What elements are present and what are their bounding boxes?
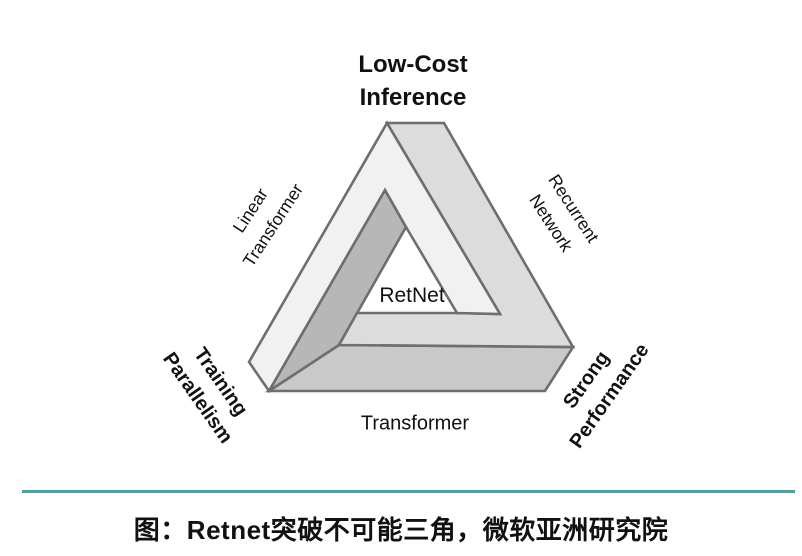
left-bar-face	[247, 120, 503, 394]
label-retnet: RetNet	[379, 284, 445, 307]
label-transformer: Transformer	[360, 412, 470, 435]
label-low-cost-inference: Low-Cost Inference	[358, 48, 467, 114]
figure-caption: 图：Retnet突破不可能三角，微软亚洲研究院	[133, 515, 669, 545]
label-line: Inference	[359, 84, 467, 111]
caption-divider-line	[22, 490, 795, 493]
label-line: Low-Cost	[358, 51, 468, 78]
penrose-faces	[247, 120, 576, 394]
